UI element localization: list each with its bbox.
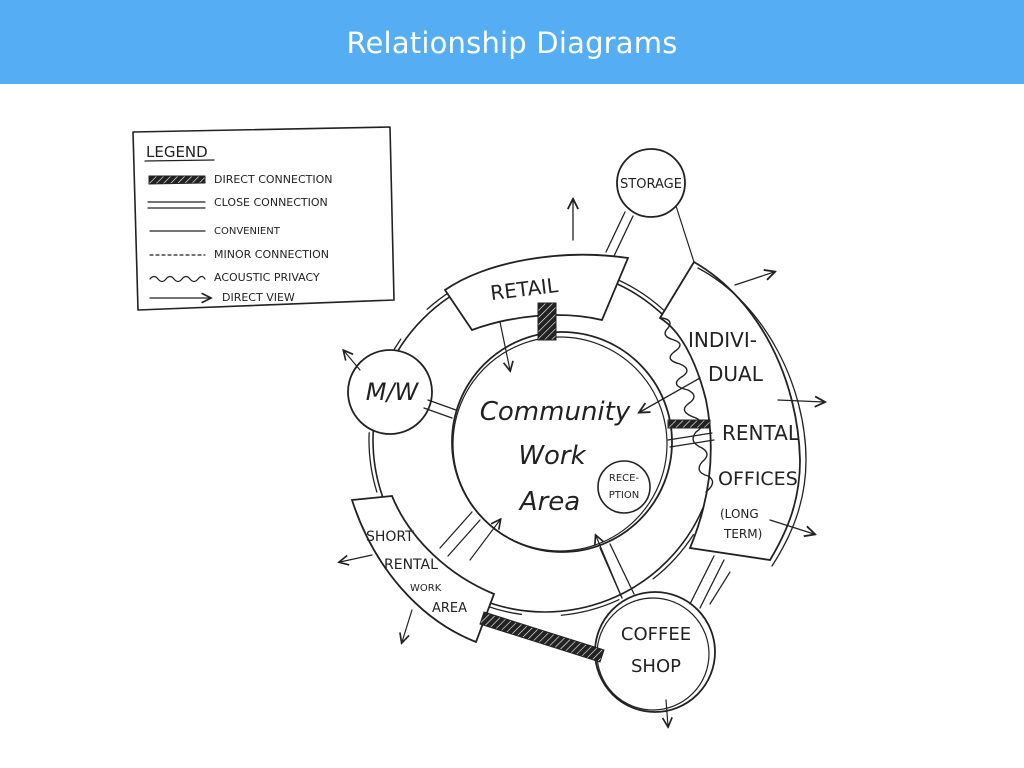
retail-block	[443, 253, 630, 332]
reception-label-1: RECE-	[609, 473, 640, 484]
legend: LEGEND DIRECT CONNECTION CLOSE CONNECTIO…	[132, 126, 395, 311]
restroom-circle	[347, 349, 433, 435]
coffee-shop-label-1: COFFEE	[621, 624, 691, 645]
restroom-label: M/W	[366, 378, 420, 406]
coffee-short-rental-direct-connection	[479, 611, 605, 663]
legend-box	[132, 126, 395, 311]
legend-title-underline	[144, 159, 215, 162]
storage-circle	[616, 148, 686, 218]
community-label-3: Area	[518, 487, 580, 517]
individual-label-1: INDIVI-	[688, 328, 757, 352]
short-rental-label-2: RENTAL	[384, 557, 438, 573]
individual-offices-block	[658, 260, 801, 561]
retail-community-direct-connection	[537, 302, 557, 341]
reception-circle	[597, 460, 651, 514]
relationship-diagram: LEGEND DIRECT CONNECTION CLOSE CONNECTIO…	[132, 126, 1024, 768]
short-rental-block	[350, 495, 496, 644]
community-label-1: Community	[480, 397, 631, 427]
short-rental-label-3: WORK	[410, 583, 442, 594]
legend-swatch-direct-connection	[148, 175, 206, 185]
individual-label-3: RENTAL	[722, 421, 800, 445]
individual-label-2: DUAL	[708, 362, 764, 386]
reception-label-2: PTION	[609, 490, 639, 501]
legend-label-close-connection: CLOSE CONNECTION	[214, 196, 328, 209]
legend-swatch-acoustic-privacy	[149, 275, 206, 283]
diagram-body: Community Work Area RECE- PTION STORAGE …	[340, 148, 824, 726]
legend-label-acoustic-privacy: ACOUSTIC PRIVACY	[214, 271, 320, 284]
legend-title: LEGEND	[146, 143, 208, 161]
legend-label-direct-view: DIRECT VIEW	[222, 291, 295, 304]
short-rental-label-1: SHORT	[366, 529, 414, 545]
individual-label-6: TERM)	[723, 527, 762, 541]
acoustic-privacy-zigzag	[661, 317, 714, 493]
individual-label-5: (LONG	[720, 507, 759, 521]
offices-community-direct-connection	[667, 419, 711, 429]
short-rental-label-4: AREA	[432, 601, 467, 616]
header-bar: Relationship Diagrams	[0, 0, 1024, 84]
legend-label-convenient: CONVENIENT	[214, 226, 281, 237]
storage-label: STORAGE	[620, 177, 682, 192]
coffee-shop-label-2: SHOP	[631, 656, 681, 677]
legend-label-minor-connection: MINOR CONNECTION	[214, 248, 329, 261]
individual-label-4: OFFICES	[718, 468, 798, 490]
page-title: Relationship Diagrams	[346, 26, 678, 60]
legend-label-direct-connection: DIRECT CONNECTION	[214, 173, 332, 186]
community-label-2: Work	[518, 441, 586, 471]
